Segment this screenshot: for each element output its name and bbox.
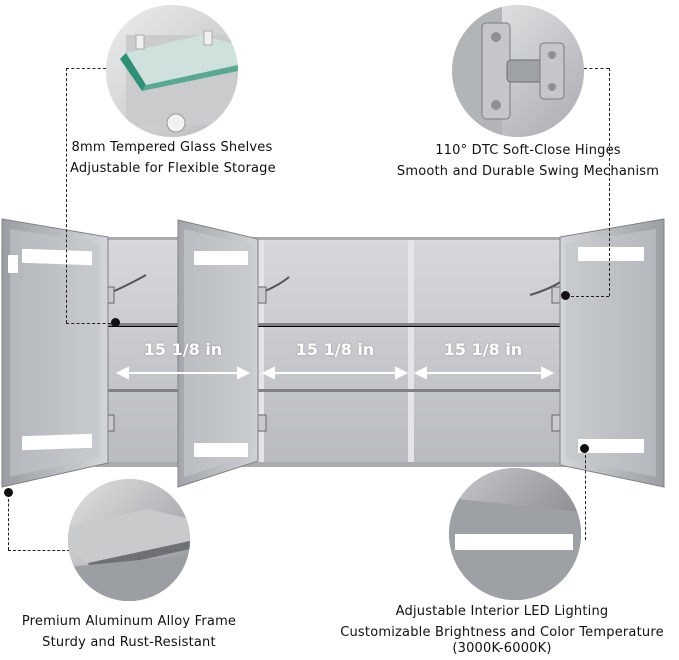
glass-shelf-detail-image <box>106 5 238 137</box>
left-compartment-width-label: 15 1/8 in <box>143 340 223 359</box>
lighting-marker-dot <box>580 444 589 453</box>
shelves-leader-line-vertical <box>66 68 67 323</box>
dimension-arrows <box>115 366 555 380</box>
shelves-caption-title: 8mm Tempered Glass Shelves <box>71 140 273 155</box>
frame-leader-line-end <box>8 550 70 551</box>
frame-leader-line <box>8 494 9 550</box>
aluminum-frame-detail-image <box>68 479 190 601</box>
hinge-detail-image <box>452 5 584 137</box>
hinges-caption-title: 110° DTC Soft-Close Hinges <box>435 143 621 158</box>
frame-marker-dot <box>4 488 13 497</box>
hinges-marker-dot <box>561 291 570 300</box>
frame-caption: Premium Aluminum Alloy Frame Sturdy and … <box>4 611 254 653</box>
lighting-leader-line <box>585 450 586 540</box>
hinges-caption: 110° DTC Soft-Close Hinges Smooth and Du… <box>378 140 678 182</box>
shelves-leader-line <box>66 68 106 69</box>
hinges-leader-line-end <box>566 296 609 297</box>
middle-compartment-width-label: 15 1/8 in <box>295 340 375 359</box>
hinges-leader-line-vertical <box>609 68 610 296</box>
lighting-caption-title: Adjustable Interior LED Lighting <box>395 604 609 619</box>
shelves-marker-dot <box>111 318 120 327</box>
hinges-leader-line <box>584 68 609 69</box>
lighting-caption: Adjustable Interior LED Lighting Customi… <box>326 601 678 659</box>
led-lighting-detail-image <box>449 468 581 600</box>
medicine-cabinet-illustration <box>0 215 679 495</box>
shelves-leader-line-end <box>66 323 116 324</box>
shelves-caption-subtitle: Adjustable for Flexible Storage <box>70 161 276 176</box>
lighting-caption-range: (3000K-6000K) <box>452 641 552 656</box>
right-compartment-width-label: 15 1/8 in <box>443 340 523 359</box>
lighting-caption-subtitle: Customizable Brightness and Color Temper… <box>340 625 664 640</box>
shelves-caption: 8mm Tempered Glass Shelves Adjustable fo… <box>70 137 276 179</box>
frame-caption-title: Premium Aluminum Alloy Frame <box>21 614 237 629</box>
frame-caption-subtitle: Sturdy and Rust-Resistant <box>42 635 216 650</box>
hinges-caption-subtitle: Smooth and Durable Swing Mechanism <box>396 164 660 179</box>
